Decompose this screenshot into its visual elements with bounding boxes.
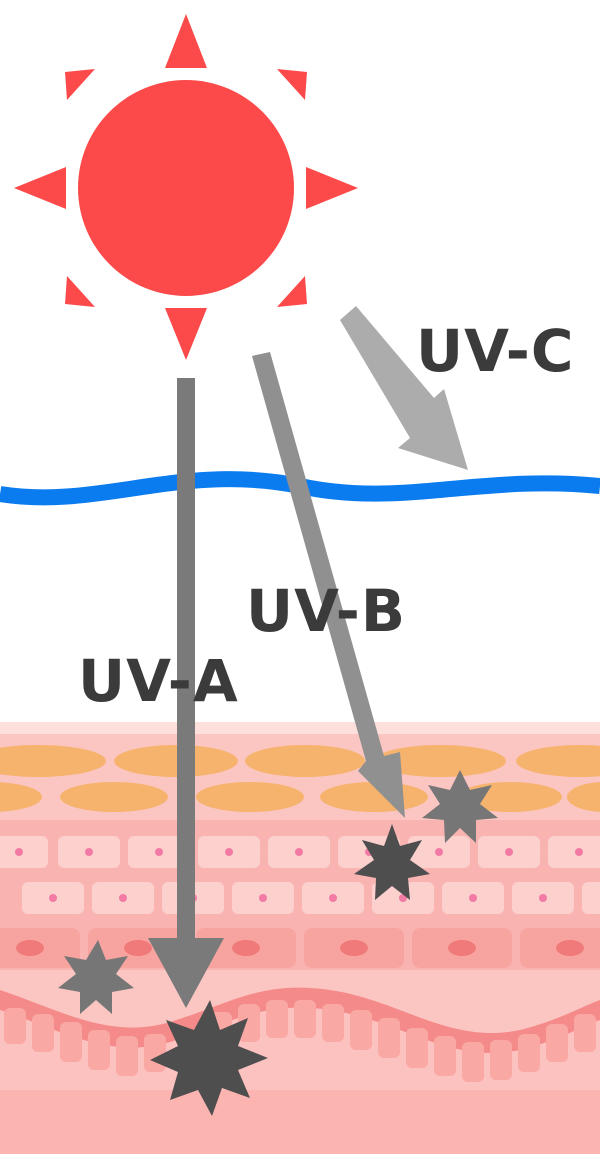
cell-row bbox=[0, 928, 600, 968]
uvb-arrow bbox=[252, 352, 405, 818]
uva-arrow bbox=[148, 378, 224, 1008]
skin-layers bbox=[0, 722, 600, 1154]
uvc-arrow bbox=[340, 306, 468, 470]
sun-icon bbox=[14, 14, 358, 360]
fat-cell-row bbox=[0, 745, 600, 777]
uvc-label: UV-C bbox=[416, 317, 575, 385]
uva-label: UV-A bbox=[78, 647, 239, 715]
basal-cells bbox=[4, 1000, 596, 1082]
cell-row bbox=[22, 882, 600, 914]
damage-burst-icon bbox=[58, 770, 498, 1116]
cell-row bbox=[0, 836, 600, 868]
uvb-label: UV-B bbox=[246, 577, 407, 645]
